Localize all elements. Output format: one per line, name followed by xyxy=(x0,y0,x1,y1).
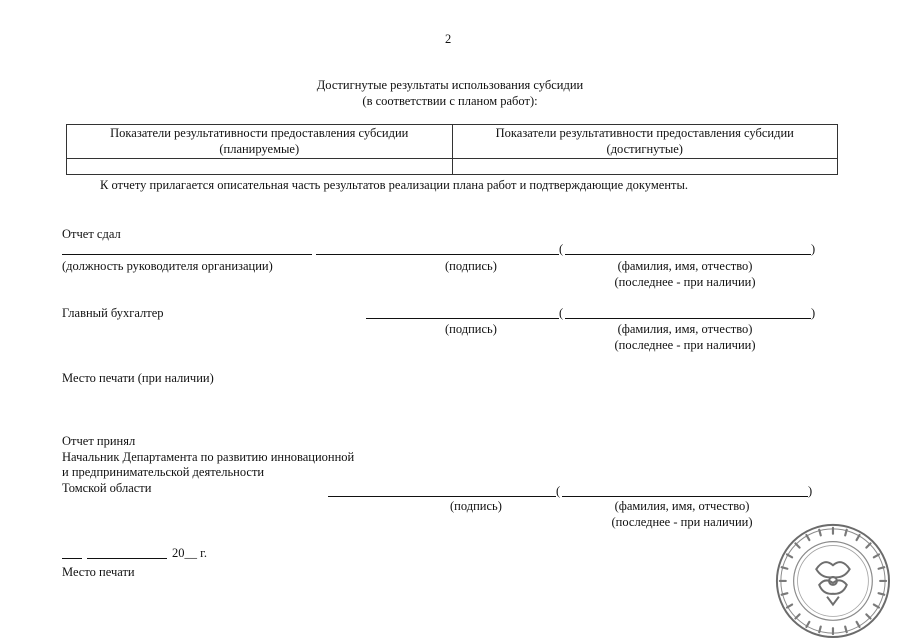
column-planned: Показатели результативности предоставлен… xyxy=(66,123,453,160)
acceptor-signature-caption: (подпись) xyxy=(450,499,502,513)
report-accepted-block: Отчет принял Начальник Департамента по р… xyxy=(62,434,354,497)
accountant-close-paren: ) xyxy=(811,306,816,320)
accountant-open-paren: ( xyxy=(559,306,564,320)
column-achieved: Показатели результативности предоставлен… xyxy=(451,123,838,160)
acceptor-signature-line xyxy=(328,496,556,497)
results-table-header: Показатели результативности предоставлен… xyxy=(66,123,838,160)
name-close-paren: ) xyxy=(811,242,816,256)
report-accepted-label: Отчет принял xyxy=(62,434,136,448)
section-heading-line1: Достигнутые результаты использования суб… xyxy=(316,78,584,92)
date-month-line xyxy=(87,558,167,559)
acceptor-name-caption-text: (фамилия, имя, отчество) xyxy=(614,499,750,513)
seal-place: Место печати xyxy=(62,565,135,579)
signature-caption: (подпись) xyxy=(445,259,497,273)
acceptor-close-paren: ) xyxy=(808,484,813,498)
signature-line xyxy=(316,254,559,255)
report-submitted-label: Отчет сдал xyxy=(62,227,121,241)
name-line xyxy=(565,254,811,255)
column-achieved-line2: (достигнутые) xyxy=(606,141,683,156)
acceptor-position-line1: Начальник Департамента по развитию иннов… xyxy=(62,449,355,464)
name-caption-note: (последнее - при наличии) xyxy=(614,274,756,289)
table-row xyxy=(66,158,838,176)
date-day-line xyxy=(62,558,82,559)
accountant-signature-caption: (подпись) xyxy=(445,322,497,336)
acceptor-name-caption: (фамилия, имя, отчество) (последнее - пр… xyxy=(572,499,792,530)
seal-place-optional: Место печати (при наличии) xyxy=(62,371,214,385)
name-caption-text: (фамилия, имя, отчество) xyxy=(617,259,753,273)
column-planned-line2: (планируемые) xyxy=(219,141,300,156)
acceptor-name-line xyxy=(562,496,808,497)
page-number: 2 xyxy=(445,32,452,46)
column-achieved-line1: Показатели результативности предоставлен… xyxy=(495,126,794,140)
table-cell-achieved xyxy=(451,158,838,176)
accountant-name-caption-text: (фамилия, имя, отчество) xyxy=(617,322,753,336)
accountant-signature-line xyxy=(366,318,559,319)
official-seal-icon xyxy=(775,523,890,638)
position-caption: (должность руководителя организации) xyxy=(62,259,273,273)
accountant-name-caption-note: (последнее - при наличии) xyxy=(614,337,756,352)
position-line xyxy=(62,254,312,255)
section-heading: Достигнутые результаты использования суб… xyxy=(250,78,650,109)
date-year-text: 20__ г. xyxy=(172,546,207,560)
name-caption: (фамилия, имя, отчество) (последнее - пр… xyxy=(575,259,795,290)
table-cell-planned xyxy=(66,158,453,176)
results-table: Показатели результативности предоставлен… xyxy=(66,123,838,176)
chief-accountant-label: Главный бухгалтер xyxy=(62,306,164,320)
acceptor-name-caption-note: (последнее - при наличии) xyxy=(611,514,753,529)
column-planned-line1: Показатели результативности предоставлен… xyxy=(110,126,409,140)
acceptor-position-line2: и предпринимательской деятельности xyxy=(62,465,265,480)
name-open-paren: ( xyxy=(559,242,564,256)
acceptor-position-line3: Томской области xyxy=(62,480,152,495)
accountant-name-caption: (фамилия, имя, отчество) (последнее - пр… xyxy=(575,322,795,353)
acceptor-open-paren: ( xyxy=(556,484,561,498)
section-heading-line2: (в соответствии с планом работ): xyxy=(362,93,538,108)
attachment-note: К отчету прилагается описательная часть … xyxy=(100,178,689,192)
accountant-name-line xyxy=(565,318,811,319)
